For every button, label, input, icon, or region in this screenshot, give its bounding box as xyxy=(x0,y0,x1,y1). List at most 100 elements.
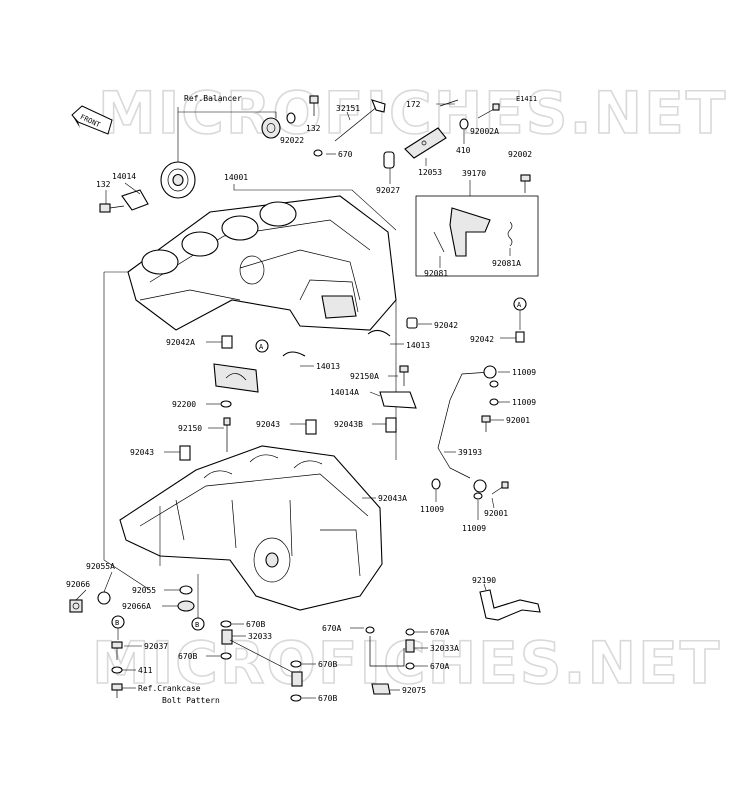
ref-marker-a-left xyxy=(255,339,269,353)
part-label: 92055A xyxy=(86,562,115,571)
clip-92075 xyxy=(371,683,391,695)
dowel-92042A xyxy=(221,335,233,349)
part-label: 92066A xyxy=(122,602,151,611)
part-label: 670B xyxy=(318,694,337,703)
bearing-shell-14013-left xyxy=(282,351,306,357)
front-arrow-icon: FRONT xyxy=(71,105,113,135)
part-label: 670A xyxy=(430,628,449,637)
part-label: 92200 xyxy=(172,400,196,409)
oil-pipe-32033A xyxy=(365,626,415,670)
svg-text:A: A xyxy=(259,343,264,351)
ref-balancer-label: Ref.Balancer xyxy=(184,94,242,103)
bolt-92150A xyxy=(399,365,409,386)
part-label: 32033 xyxy=(248,632,272,641)
part-label: 39170 xyxy=(462,169,486,178)
part-label: 92043B xyxy=(334,420,363,429)
bolt-92002A xyxy=(477,103,500,119)
bolt-132-left xyxy=(99,203,125,213)
part-label: 39193 xyxy=(458,448,482,457)
part-label: 92043 xyxy=(130,448,154,457)
part-label: 670B xyxy=(178,652,197,661)
part-label: 14013 xyxy=(406,341,430,350)
part-label: 132 xyxy=(306,124,321,133)
bolt-92150 xyxy=(223,417,231,452)
bolt-92001-upper xyxy=(481,415,491,432)
plug-92066A xyxy=(177,600,195,612)
part-label: 670B xyxy=(318,660,337,669)
part-number-labels: 132 92022 32151 670 172 92002A 410 12053… xyxy=(66,100,536,703)
part-label: 92081 xyxy=(424,269,448,278)
figure-id: E1411 xyxy=(516,95,537,103)
washer-92022 xyxy=(286,112,296,124)
balancer-bearing xyxy=(160,161,196,199)
part-label: 410 xyxy=(456,146,471,155)
stud-172 xyxy=(439,99,459,107)
bolt-92037 xyxy=(111,641,123,660)
svg-text:B: B xyxy=(115,619,119,627)
part-label: 92042 xyxy=(434,321,458,330)
washer-11009-a xyxy=(489,380,499,388)
part-label: 92055 xyxy=(132,586,156,595)
part-label: 14014 xyxy=(112,172,136,181)
part-label: 670B xyxy=(246,620,265,629)
bolt-132-top xyxy=(309,95,319,116)
part-label: 11009 xyxy=(512,368,536,377)
part-label: 92027 xyxy=(376,186,400,195)
part-label: 92075 xyxy=(402,686,426,695)
part-label: 92001 xyxy=(484,509,508,518)
part-label: 32033A xyxy=(430,644,459,653)
part-label: 670A xyxy=(322,624,341,633)
ref-crankcase-pattern-label: Bolt Pattern xyxy=(162,696,220,705)
part-label: 14001 xyxy=(224,173,248,182)
oring-670 xyxy=(313,149,323,157)
bearing-cap xyxy=(213,363,259,393)
washer-410 xyxy=(459,118,469,130)
part-label: 670 xyxy=(338,150,353,159)
oil-pipe-39193 xyxy=(437,365,497,493)
bolt-92001-lower xyxy=(491,481,509,495)
oil-pipe-32033 xyxy=(220,620,303,702)
tensioner-box-39170 xyxy=(415,195,539,277)
dowel-92043-left xyxy=(179,445,191,461)
washer-11009-c xyxy=(431,478,441,490)
part-label: 11009 xyxy=(462,524,486,533)
bolt-92002 xyxy=(520,174,531,193)
plug-92066 xyxy=(69,599,83,613)
part-label: 92150 xyxy=(178,424,202,433)
part-label: 14014A xyxy=(330,388,359,397)
ref-crankcase-label: Ref.Crankcase xyxy=(138,684,201,693)
shift-rod-32151 xyxy=(334,99,386,142)
part-label: 92002 xyxy=(508,150,532,159)
dowel-92043-center xyxy=(305,419,317,435)
washer-92200 xyxy=(220,400,232,408)
bolt-crankcase-pattern xyxy=(111,683,123,698)
chain-guide-12053 xyxy=(404,127,447,159)
hose-92190 xyxy=(479,589,541,621)
part-label: 92066 xyxy=(66,580,90,589)
part-label: 92190 xyxy=(472,576,496,585)
part-label: 92002A xyxy=(470,127,499,136)
part-label: 670A xyxy=(430,662,449,671)
washer-411 xyxy=(111,666,123,674)
dowel-92042-upper xyxy=(406,317,418,329)
bracket-14014A xyxy=(379,391,417,409)
part-label: 172 xyxy=(406,100,421,109)
dowel-92043B xyxy=(385,417,397,433)
svg-text:B: B xyxy=(195,621,199,629)
bearing-shell-14013-right xyxy=(367,329,391,337)
part-label: 92037 xyxy=(144,642,168,651)
part-label: 92001 xyxy=(506,416,530,425)
dowel-92042-right xyxy=(515,331,525,343)
bracket-14014 xyxy=(121,189,149,211)
part-label: 11009 xyxy=(420,505,444,514)
tensioner-assembly xyxy=(433,207,513,257)
part-label: 92081A xyxy=(492,259,521,268)
oring-92055 xyxy=(179,585,193,595)
washer-11009-b xyxy=(489,398,499,406)
watermark-top: MICROFICHES.NET xyxy=(98,79,727,147)
part-label: 92150A xyxy=(350,372,379,381)
part-label: 92042A xyxy=(166,338,195,347)
leader-lines xyxy=(75,103,516,699)
part-label: 132 xyxy=(96,180,111,189)
